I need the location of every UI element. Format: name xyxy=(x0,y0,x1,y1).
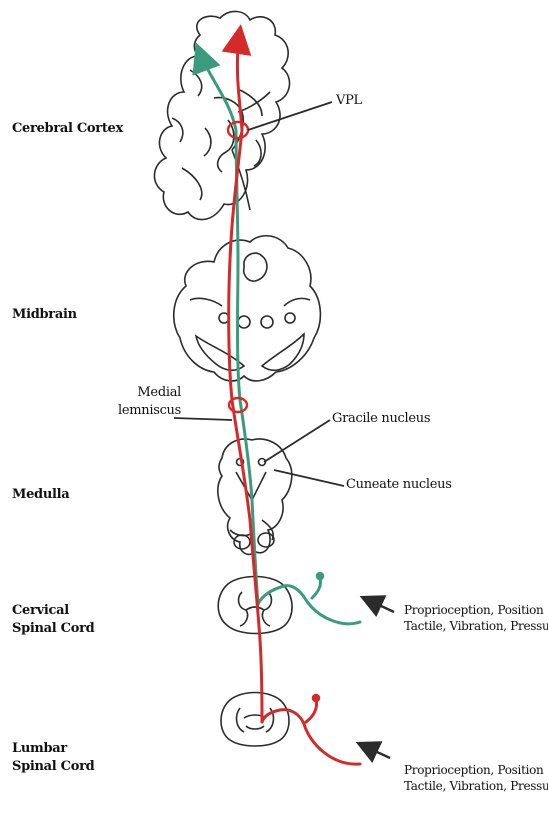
label-medial-lemniscus-line1: Medial xyxy=(118,384,181,402)
label-lumbar-inputs: Proprioception, Position Tactile, Vibrat… xyxy=(404,762,548,794)
vpl-pointer xyxy=(248,102,332,130)
label-vpl: VPL xyxy=(336,92,362,110)
label-pointers xyxy=(174,102,344,486)
label-gracile-nucleus: Gracile nucleus xyxy=(332,410,430,428)
stimulus-arrows xyxy=(360,598,394,758)
cervical-input-line2: Tactile, Vibration, Pressure xyxy=(404,618,548,634)
label-cervical-spinal-cord: Cervical Spinal Cord xyxy=(12,602,94,637)
midbrain-section xyxy=(174,236,321,381)
cuneate-pointer xyxy=(274,470,344,486)
label-cervical-line1: Cervical xyxy=(12,602,94,620)
label-cerebral-cortex: Cerebral Cortex xyxy=(12,120,123,138)
cervical-input-line1: Proprioception, Position xyxy=(404,602,548,618)
label-lumbar-line1: Lumbar xyxy=(12,740,94,758)
medial-lemniscus-pointer xyxy=(174,418,232,420)
label-lumbar-line2: Spinal Cord xyxy=(12,758,94,776)
label-medulla: Medulla xyxy=(12,486,69,504)
gracile-pointer xyxy=(264,420,330,462)
cervical-input-arrow xyxy=(364,598,394,612)
label-lumbar-spinal-cord: Lumbar Spinal Cord xyxy=(12,740,94,775)
lumbar-cord-section xyxy=(221,693,289,747)
label-medial-lemniscus-line2: lemniscus xyxy=(118,402,181,420)
upper-body-pathway xyxy=(198,48,360,624)
label-medial-lemniscus: Medial lemniscus xyxy=(118,384,181,419)
lumbar-input-line1: Proprioception, Position xyxy=(404,762,548,778)
lumbar-input-line2: Tactile, Vibration, Pressure xyxy=(404,778,548,794)
label-cervical-line2: Spinal Cord xyxy=(12,620,94,638)
lumbar-input-arrow xyxy=(360,744,390,758)
cerebral-cortex-section xyxy=(154,11,289,219)
label-midbrain: Midbrain xyxy=(12,306,77,324)
lower-body-pathway xyxy=(228,30,360,764)
label-cervical-inputs: Proprioception, Position Tactile, Vibrat… xyxy=(404,602,548,634)
label-cuneate-nucleus: Cuneate nucleus xyxy=(346,476,452,494)
